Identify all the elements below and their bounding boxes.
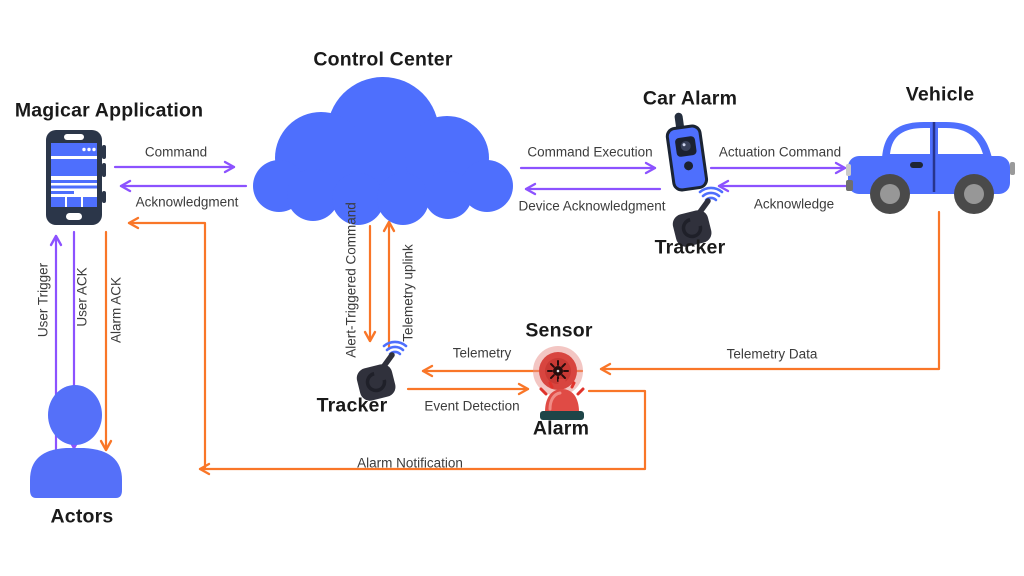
- edge-label-command: Command: [144, 144, 208, 160]
- car-icon: [846, 108, 1016, 214]
- node-title-magicar: Magicar Application: [14, 99, 204, 122]
- node-title-alarm: Alarm: [532, 417, 590, 440]
- node-title-actors: Actors: [50, 505, 114, 528]
- siren-icon: [536, 379, 588, 423]
- arrow-telemetry-data: [599, 210, 941, 376]
- edge-label-alarm-ack: Alarm ACK: [108, 276, 124, 344]
- remote-icon: [658, 112, 716, 196]
- node-title-control-center: Control Center: [313, 48, 453, 71]
- node-title-vehicle: Vehicle: [905, 83, 975, 106]
- node-title-tracker-top: Tracker: [654, 236, 726, 259]
- person-icon: [26, 384, 126, 500]
- cloud-icon: [253, 73, 513, 225]
- smartphone-icon: [44, 129, 108, 231]
- edge-label-user-ack: User ACK: [74, 267, 90, 327]
- edge-label-alert-triggered-command: Alert-Triggered Command: [343, 202, 359, 358]
- edge-label-telemetry-uplink: Telemetry uplink: [400, 244, 416, 342]
- sensor-icon: [532, 345, 584, 397]
- edge-label-command-execution: Command Execution: [527, 144, 653, 160]
- node-title-tracker-mid: Tracker: [316, 394, 388, 417]
- arrow-alarm-notification: [198, 389, 647, 476]
- edge-label-alarm-notification: Alarm Notification: [357, 455, 463, 471]
- edge-label-acknowledge: Acknowledge: [753, 196, 835, 212]
- edge-label-event-detection: Event Detection: [424, 398, 520, 414]
- tracker-device-icon-mid: [348, 340, 412, 402]
- edge-label-actuation-command: Actuation Command: [718, 144, 842, 160]
- node-title-car-alarm: Car Alarm: [642, 87, 738, 110]
- edge-label-device-acknowledgment: Device Acknowledgment: [518, 198, 666, 214]
- edge-label-user-trigger: User Trigger: [35, 262, 51, 338]
- edge-label-telemetry: Telemetry: [452, 345, 512, 361]
- edge-label-telemetry-data: Telemetry Data: [726, 346, 818, 362]
- node-title-sensor: Sensor: [525, 319, 593, 342]
- edge-label-acknowledgment: Acknowledgment: [135, 194, 239, 210]
- arrow-alarm-notification-to-app: [127, 216, 207, 471]
- tracker-device-icon-top: [664, 186, 728, 248]
